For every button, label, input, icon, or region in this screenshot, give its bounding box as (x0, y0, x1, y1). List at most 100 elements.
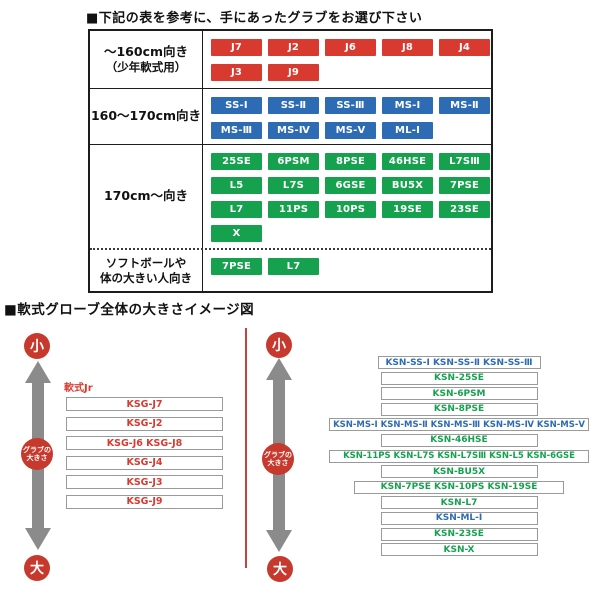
chip-area-softball: 7PSE L7 (203, 250, 491, 291)
size-chip: SS-Ⅰ (211, 97, 262, 114)
model-box: KSN-46HSE (380, 433, 538, 447)
size-chip: 7PSE (211, 258, 262, 275)
small-end-badge-left: 小 (24, 333, 50, 359)
chip-line: SS-Ⅰ SS-Ⅱ SS-Ⅲ MS-Ⅰ MS-Ⅱ (211, 97, 491, 114)
size-chip: ML-Ⅰ (382, 122, 433, 139)
size-chip: J3 (211, 64, 262, 81)
model-box: KSN-ML-Ⅰ (380, 511, 538, 525)
size-chip: 6GSE (325, 177, 376, 194)
size-chip: 11PS (268, 201, 319, 218)
model-box: KSN-25SE (380, 371, 538, 385)
size-chip: J8 (382, 39, 433, 56)
row-label-line: 体の大きい人向き (100, 270, 192, 285)
model-box: KSG-J2 (66, 416, 223, 431)
size-chip: X (211, 225, 262, 242)
size-chip: J4 (439, 39, 490, 56)
size-chip: 8PSE (325, 153, 376, 170)
size-chip: MS-Ⅰ (382, 97, 433, 114)
table-row-softball: ソフトボールや 体の大きい人向き 7PSE L7 (90, 248, 491, 291)
large-end-badge-right: 大 (267, 556, 293, 582)
size-chip: 6PSM (268, 153, 319, 170)
axis-label-line: グラブの (264, 450, 292, 459)
model-box: KSN-8PSE (380, 402, 538, 416)
size-chip: 10PS (325, 201, 376, 218)
axis-label-badge-left: グラブの 大きさ (21, 438, 53, 470)
model-box: KSN-L7 (380, 496, 538, 510)
size-chip: 46HSE (382, 153, 433, 170)
size-chip: 7PSE (439, 177, 490, 194)
row-label-line: 170cm〜向き (103, 188, 189, 204)
arrow-down-icon (24, 528, 51, 550)
diagram-heading: ■軟式グローブ全体の大きさイメージ図 (4, 302, 255, 318)
axis-label-line: グラブの (23, 445, 51, 454)
row-label-over170: 170cm〜向き (90, 145, 203, 248)
small-end-badge-right: 小 (266, 332, 292, 358)
size-chip: MS-Ⅴ (325, 122, 376, 139)
size-chip: L7S (268, 177, 319, 194)
junior-group-label: 軟式Jr (64, 383, 93, 394)
model-box: KSN-SS-Ⅰ KSN-SS-Ⅱ KSN-SS-Ⅲ (377, 356, 541, 369)
row-label-under160: 〜160cm向き （少年軟式用） (90, 31, 203, 88)
model-box: KSG-J7 (66, 397, 223, 411)
arrow-up-icon (24, 361, 51, 383)
chip-line: X (211, 225, 491, 242)
chip-area-160to170: SS-Ⅰ SS-Ⅱ SS-Ⅲ MS-Ⅰ MS-Ⅱ MS-Ⅲ MS-Ⅳ MS-Ⅴ ML-Ⅰ (203, 89, 491, 144)
size-chip: J2 (268, 39, 319, 56)
chip-line: L5 L7S 6GSE BU5X 7PSE (211, 177, 491, 194)
size-chip: 19SE (382, 201, 433, 218)
size-chip: L7 (268, 258, 319, 275)
model-box: KSN-MS-Ⅰ KSN-MS-Ⅱ KSN-MS-Ⅲ KSN-MS-Ⅳ KSN-… (329, 418, 589, 432)
model-box: KSN-6PSM (380, 387, 538, 401)
model-box: KSN-7PSE KSN-10PS KSN-19SE (354, 480, 564, 494)
chip-line: MS-Ⅲ MS-Ⅳ MS-Ⅴ ML-Ⅰ (211, 122, 491, 139)
row-label-line: （少年軟式用） (105, 60, 187, 75)
axis-label-badge-right: グラブの 大きさ (262, 443, 294, 475)
selection-table-heading: ■下記の表を参考に、手にあったグラブをお選び下さい (86, 11, 423, 26)
size-chip: L7 (211, 201, 262, 218)
model-box: KSN-X (380, 543, 538, 557)
size-chip: J9 (268, 64, 319, 81)
table-row-160to170: 160〜170cm向き SS-Ⅰ SS-Ⅱ SS-Ⅲ MS-Ⅰ MS-Ⅱ MS-Ⅲ MS-Ⅳ… (90, 88, 491, 144)
model-box: KSN-BU5X (380, 465, 538, 479)
section-divider-line (245, 328, 247, 568)
axis-label-line: 大きさ (267, 459, 289, 467)
chip-line: 25SE 6PSM 8PSE 46HSE L7SⅢ (211, 153, 491, 170)
model-box: KSG-J9 (66, 494, 223, 509)
size-chip: 25SE (211, 153, 262, 170)
chip-line: J3 J9 (211, 64, 491, 81)
size-chip: L7SⅢ (439, 153, 490, 170)
size-chip: J6 (325, 39, 376, 56)
adult-model-list: KSN-SS-Ⅰ KSN-SS-Ⅱ KSN-SS-Ⅲ KSN-25SE KSN-6P… (328, 356, 590, 557)
model-box: KSN-23SE (380, 527, 538, 541)
arrow-up-icon (265, 358, 292, 380)
size-chip: MS-Ⅱ (439, 97, 490, 114)
axis-label-line: 大きさ (26, 454, 48, 462)
row-label-line: ソフトボールや (105, 255, 187, 270)
row-label-line: 〜160cm向き (103, 43, 189, 59)
size-chip: MS-Ⅲ (211, 122, 262, 139)
model-box: KSG-J3 (66, 475, 223, 489)
size-chip: SS-Ⅲ (325, 97, 376, 114)
size-chip: MS-Ⅳ (268, 122, 319, 139)
size-chip: BU5X (382, 177, 433, 194)
table-row-over170: 170cm〜向き 25SE 6PSM 8PSE 46HSE L7SⅢ L5 L7S 6GSE B… (90, 144, 491, 248)
model-box: KSG-J4 (66, 455, 223, 470)
size-chip: SS-Ⅱ (268, 97, 319, 114)
chip-area-over170: 25SE 6PSM 8PSE 46HSE L7SⅢ L5 L7S 6GSE BU5X 7PSE L7… (203, 145, 491, 248)
large-end-badge-left: 大 (24, 555, 50, 581)
model-box: KSN-11PS KSN-L7S KSN-L7SⅢ KSN-L5 KSN-6GS… (329, 449, 589, 463)
model-box: KSG-J6 KSG-J8 (66, 436, 223, 450)
arrow-down-icon (265, 530, 292, 552)
row-label-softball: ソフトボールや 体の大きい人向き (90, 250, 203, 291)
chip-line: 7PSE L7 (211, 258, 491, 275)
size-chip: L5 (211, 177, 262, 194)
row-label-160to170: 160〜170cm向き (90, 89, 203, 144)
row-label-line: 160〜170cm向き (90, 108, 202, 124)
